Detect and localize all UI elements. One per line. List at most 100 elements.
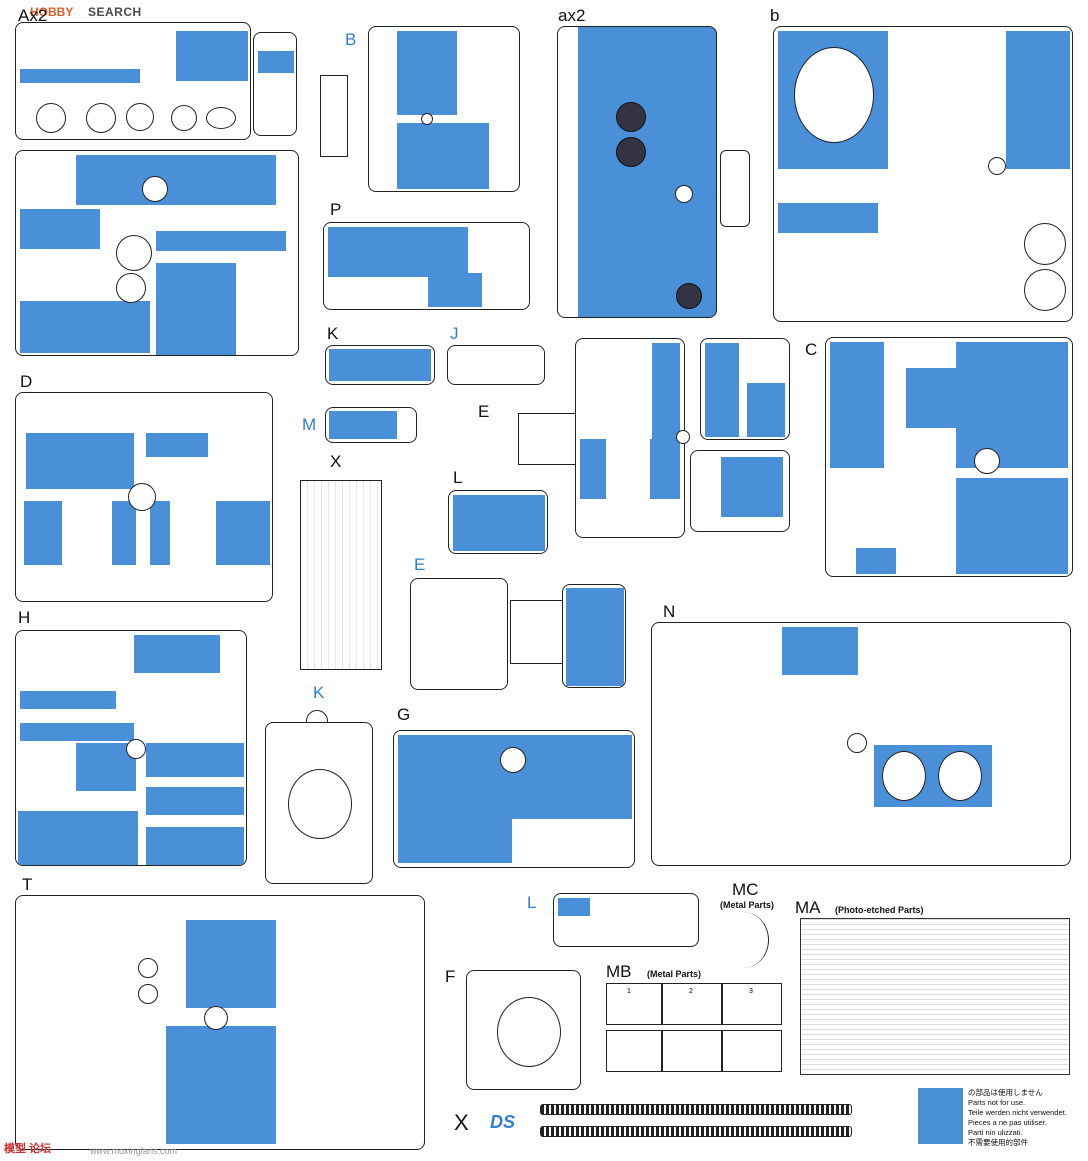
hatch-ring xyxy=(882,751,926,801)
sprue-label-N: N xyxy=(663,602,676,621)
sprue-C xyxy=(825,337,1073,577)
sprue-B xyxy=(368,26,520,192)
sprue-gate-circle xyxy=(675,185,693,203)
sprue-gate-circle xyxy=(500,747,526,773)
sprue-label-MB: MB xyxy=(606,962,632,981)
sprue-label-G: G xyxy=(397,705,411,724)
unused-parts-region xyxy=(24,501,62,565)
sprue-label-F: F xyxy=(445,967,456,986)
legend-line: Parti nin ulizzati. xyxy=(968,1128,1023,1137)
sprue-label-X: X xyxy=(330,452,342,471)
unused-parts-region xyxy=(20,301,150,353)
sprue-ax2 xyxy=(557,26,717,318)
watermark-bottom: 模型 论坛 xyxy=(4,1143,52,1155)
unused-parts-region xyxy=(721,457,783,517)
metal-plate xyxy=(606,1030,662,1072)
sprue-label-M: M xyxy=(302,415,317,434)
ds-logo: DS xyxy=(490,1112,516,1132)
unused-parts-region xyxy=(453,495,545,551)
unused-parts-region xyxy=(906,368,956,428)
unused-parts-region xyxy=(134,635,220,673)
unused-parts-region xyxy=(558,27,578,317)
photo-etched-fret-MA xyxy=(800,918,1070,1075)
unused-parts-region xyxy=(20,69,140,83)
sprue-label-H: H xyxy=(18,608,31,627)
unused-parts-region xyxy=(150,501,170,565)
sprue-label-D: D xyxy=(20,372,33,391)
legend-text: の部品は使用しません Parts not for use. Teile werd… xyxy=(968,1088,1086,1148)
legend-line: 不需要使用的部件 xyxy=(968,1138,1028,1147)
sprue-b xyxy=(773,26,1073,322)
unused-parts-region xyxy=(146,743,244,777)
sprue-label-MA: MA xyxy=(795,898,821,917)
unused-parts-region xyxy=(956,478,1068,574)
road-wheel xyxy=(116,273,146,303)
sprue-gate-circle xyxy=(142,176,168,202)
unused-parts-region xyxy=(398,819,512,863)
road-wheel xyxy=(116,235,152,271)
metal-plate xyxy=(722,1030,782,1072)
wheel-part xyxy=(1024,269,1066,311)
small-wheel xyxy=(138,958,158,978)
sprue-label-C: C xyxy=(805,340,818,359)
sprue-K-turret xyxy=(265,722,373,884)
track-link-run xyxy=(540,1104,852,1115)
unused-parts-region xyxy=(830,342,884,468)
hatch-ring xyxy=(938,751,982,801)
sprue-E-tires-right xyxy=(562,584,626,688)
sublabel-MA: (Photo-etched Parts) xyxy=(835,905,924,915)
unused-parts-region xyxy=(782,627,858,675)
sprue-ax2-tab xyxy=(720,150,750,227)
sprue-gate-circle xyxy=(847,733,867,753)
sprue-label-K-turret: K xyxy=(313,683,325,702)
legend-line: Parts not for use. xyxy=(968,1098,1026,1107)
unused-parts-region xyxy=(20,209,100,249)
unused-parts-region xyxy=(650,439,680,499)
sprue-Ax2-top xyxy=(15,22,251,140)
sprue-Ax2-side xyxy=(253,32,297,136)
sprue-label-X-tracks: X xyxy=(454,1110,469,1135)
idler-wheel xyxy=(171,105,197,131)
sprue-Ax2-wheels xyxy=(15,150,299,356)
unused-parts-region xyxy=(778,203,878,233)
unused-parts-region xyxy=(397,123,489,189)
sprocket-wheel xyxy=(36,103,66,133)
small-wheel xyxy=(138,984,158,1004)
sprue-gate-circle xyxy=(128,483,156,511)
hatch-ring xyxy=(497,997,561,1067)
sprue-label-B: B xyxy=(345,30,357,49)
sprue-label-J: J xyxy=(450,324,459,343)
unused-parts-region xyxy=(112,501,136,565)
unused-parts-region xyxy=(580,439,606,499)
unused-parts-region xyxy=(146,433,208,457)
metal-plate-3: 3 xyxy=(722,983,782,1025)
metal-plate xyxy=(662,1030,722,1072)
sprue-M xyxy=(325,407,417,443)
wheel-part xyxy=(1024,223,1066,265)
sprue-gate-circle xyxy=(974,448,1000,474)
turret-ring-part xyxy=(794,47,874,143)
unused-parts-region xyxy=(20,691,116,709)
sprue-K xyxy=(325,345,435,385)
sprue-label-E: E xyxy=(478,402,490,421)
sprue-label-ax2: ax2 xyxy=(558,6,586,25)
unused-parts-region xyxy=(428,273,482,307)
gear-part xyxy=(616,102,646,132)
sprocket-wheel xyxy=(86,103,116,133)
idler-wheel xyxy=(206,107,236,129)
sprue-label-P: P xyxy=(330,200,342,219)
sprue-P xyxy=(323,222,530,310)
sprue-gate-circle xyxy=(204,1006,228,1030)
sublabel-MB: (Metal Parts) xyxy=(647,969,702,979)
sprue-J xyxy=(447,345,545,385)
turret-shell xyxy=(288,769,352,839)
watermark-brand: SEARCH xyxy=(88,5,142,19)
hull-part-X xyxy=(300,480,382,670)
gear-part xyxy=(616,137,646,167)
unused-parts-region xyxy=(558,898,590,916)
unused-parts-region xyxy=(186,920,276,1008)
sprue-label-b: b xyxy=(770,6,780,25)
unused-parts-region xyxy=(156,263,236,355)
sprue-F xyxy=(466,970,581,1090)
watermark-url: www.moxingfans.com xyxy=(90,1146,178,1156)
